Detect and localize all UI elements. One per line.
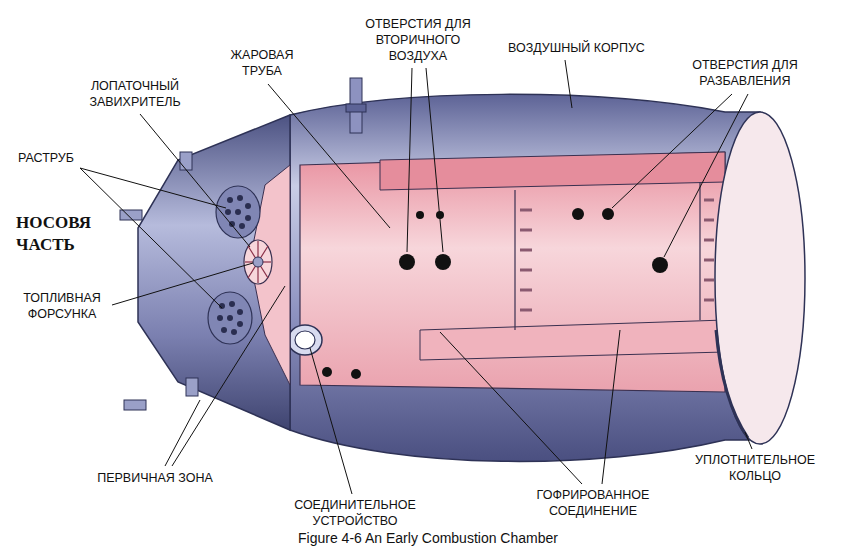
part-label: ТОПЛИВНАЯ ФОРСУНКА xyxy=(7,290,117,322)
part-label: ВОЗДУШНЫЙ КОРПУС xyxy=(508,40,688,56)
figure-caption: Figure 4-6 An Early Combustion Chamber xyxy=(178,530,678,546)
fuel-pipe xyxy=(346,78,366,133)
air-casing xyxy=(290,94,760,461)
leader-line xyxy=(80,60,752,494)
snout xyxy=(138,115,290,430)
part-label: ОТВЕРСТИЯ ДЛЯ РАЗБАВЛЕНИЯ xyxy=(680,57,810,89)
flame-tube xyxy=(300,152,725,392)
section-title: НОСОВЯ ЧАСТЬ xyxy=(16,212,111,256)
fuel-nozzle xyxy=(253,257,263,267)
air-holes xyxy=(322,208,668,379)
flame-tube-wall xyxy=(420,320,725,360)
swirler xyxy=(244,240,272,284)
part-label: ЖАРОВАЯ ТРУБА xyxy=(222,47,302,79)
part-label: ОТВЕРСТИЯ ДЛЯ ВТОРИЧНОГО ВОЗДУХА xyxy=(358,16,478,64)
part-label: РАСТРУБ xyxy=(18,150,118,166)
part-label: ГОФРИРОВАННОЕ СОЕДИНЕНИЕ xyxy=(528,487,658,519)
part-label: ЛОПАТОЧНЫЙ ЗАВИХРИТЕЛЬ xyxy=(80,78,190,110)
sealing-ring xyxy=(716,330,748,438)
exit-opening xyxy=(715,112,805,444)
part-label: ПЕРВИЧНАЯ ЗОНА xyxy=(70,470,240,486)
part-label: СОЕДИНИТЕЛЬНОЕ УСТРОЙСТВО xyxy=(290,497,420,529)
interconnector xyxy=(288,325,322,355)
flame-tube-wall xyxy=(380,152,725,190)
corrugated-joint xyxy=(515,182,700,330)
bolts xyxy=(120,152,198,410)
part-label: УПЛОТНИТЕЛЬНОЕ КОЛЬЦО xyxy=(685,452,825,484)
